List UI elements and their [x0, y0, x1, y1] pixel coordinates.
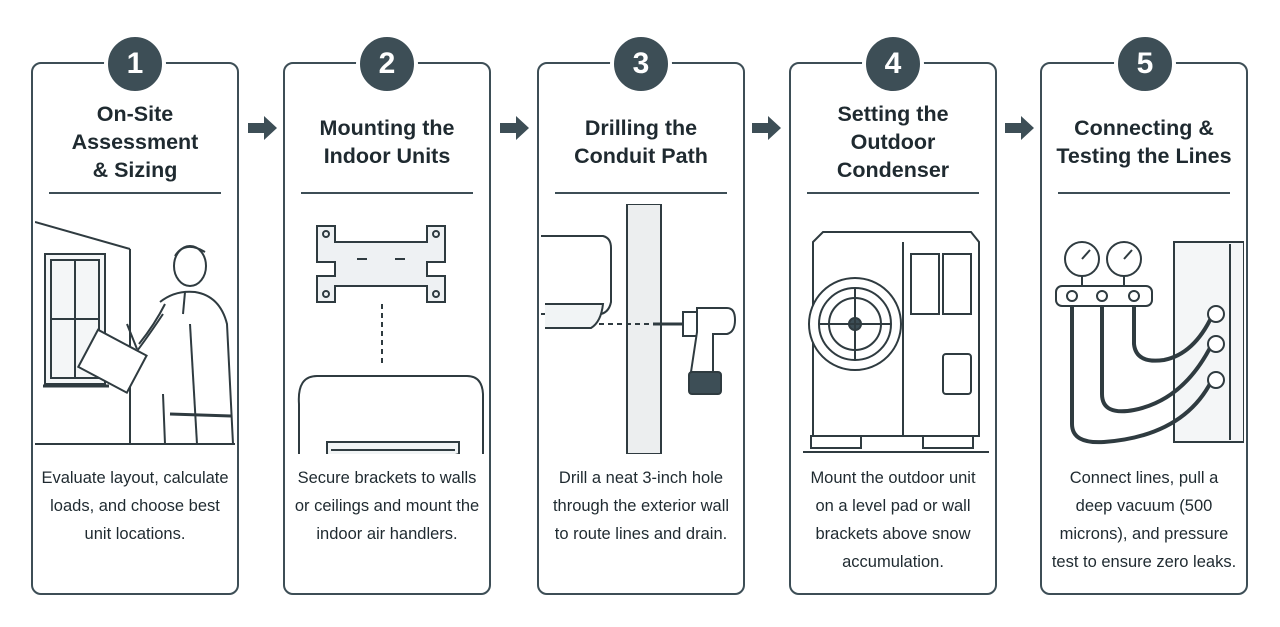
step-number-badge: 4: [862, 33, 924, 95]
step-card-1: On-Site Assessment & Sizing: [31, 62, 239, 595]
step-title: Setting the Outdoor Condenser: [836, 102, 950, 182]
wall-bracket-icon: [287, 204, 487, 454]
step-number-badge: 1: [104, 33, 166, 95]
divider: [49, 192, 221, 194]
step-number-badge: 2: [356, 33, 418, 95]
step-number-badge: 5: [1114, 33, 1176, 95]
divider: [807, 192, 979, 194]
step-description: Secure brackets to walls or ceilings and…: [294, 469, 480, 543]
step-description: Mount the outdoor unit on a level pad or…: [810, 469, 976, 571]
divider: [555, 192, 727, 194]
step-title: Drilling the Conduit Path: [574, 116, 708, 168]
person-clipboard-icon: [35, 204, 235, 454]
step-card-5: Connecting & Testing the Lines Connect l…: [1040, 62, 1248, 595]
arrow-right-icon: [500, 116, 529, 140]
step-description: Evaluate layout, calculate loads, and ch…: [41, 469, 229, 543]
divider: [301, 192, 473, 194]
step-card-4: Setting the Outdoor Condenser Mount the …: [789, 62, 997, 595]
step-title: Mounting the Indoor Units: [319, 116, 455, 168]
step-card-3: Drilling the Conduit Path Drill a neat 3…: [537, 62, 745, 595]
step-number-badge: 3: [610, 33, 672, 95]
step-title: Connecting & Testing the Lines: [1056, 116, 1232, 168]
manifold-gauge-icon: [1044, 204, 1244, 454]
condenser-icon: [793, 204, 993, 454]
step-title: On-Site Assessment & Sizing: [71, 102, 199, 182]
arrow-right-icon: [1005, 116, 1034, 140]
step-description: Connect lines, pull a deep vacuum (500 m…: [1051, 469, 1237, 571]
drill-icon: [541, 204, 741, 454]
divider: [1058, 192, 1230, 194]
step-card-2: Mounting the Indoor Units Secure bracket…: [283, 62, 491, 595]
arrow-right-icon: [248, 116, 277, 140]
arrow-right-icon: [752, 116, 781, 140]
step-description: Drill a neat 3-inch hole through the ext…: [552, 469, 730, 543]
